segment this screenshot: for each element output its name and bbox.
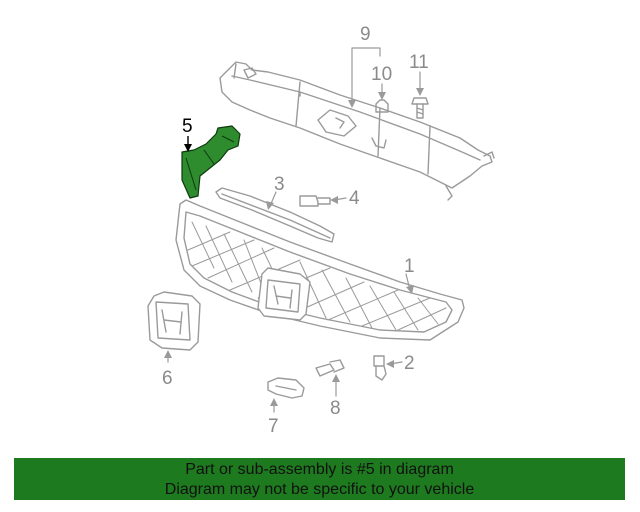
callout-8: 8 (330, 398, 341, 419)
part-8-bolt (315, 359, 345, 377)
part-2-clip (373, 355, 387, 381)
callout-11: 11 (409, 52, 429, 73)
callout-5: 5 (182, 116, 193, 137)
part-7-bracket (267, 377, 305, 399)
parts-diagram: 9 10 11 5 3 4 1 2 6 8 7 (147, 24, 495, 437)
callout-6: 6 (162, 368, 173, 389)
callout-10: 10 (371, 64, 392, 85)
part-5-bracket-highlighted (181, 125, 241, 199)
callout-1: 1 (404, 256, 415, 277)
part-4-bolt (299, 195, 331, 207)
part-6-emblem (147, 291, 201, 351)
info-banner: Part or sub-assembly is #5 in diagram Di… (14, 458, 625, 500)
part-9-cover (219, 61, 495, 201)
callout-4: 4 (349, 188, 360, 209)
callout-labels: 9 10 11 5 3 4 1 2 6 8 7 (162, 24, 429, 437)
part-11-bolt (411, 97, 429, 119)
part-1-grille (175, 199, 465, 341)
callout-9: 9 (360, 24, 371, 45)
part-10-clip (375, 99, 389, 113)
banner-line-2: Diagram may not be specific to your vehi… (164, 481, 475, 498)
part-3-molding (215, 187, 335, 243)
banner-line-1: Part or sub-assembly is #5 in diagram (185, 461, 454, 478)
callout-2: 2 (404, 353, 415, 374)
callout-3: 3 (274, 174, 285, 195)
callout-7: 7 (268, 416, 279, 437)
